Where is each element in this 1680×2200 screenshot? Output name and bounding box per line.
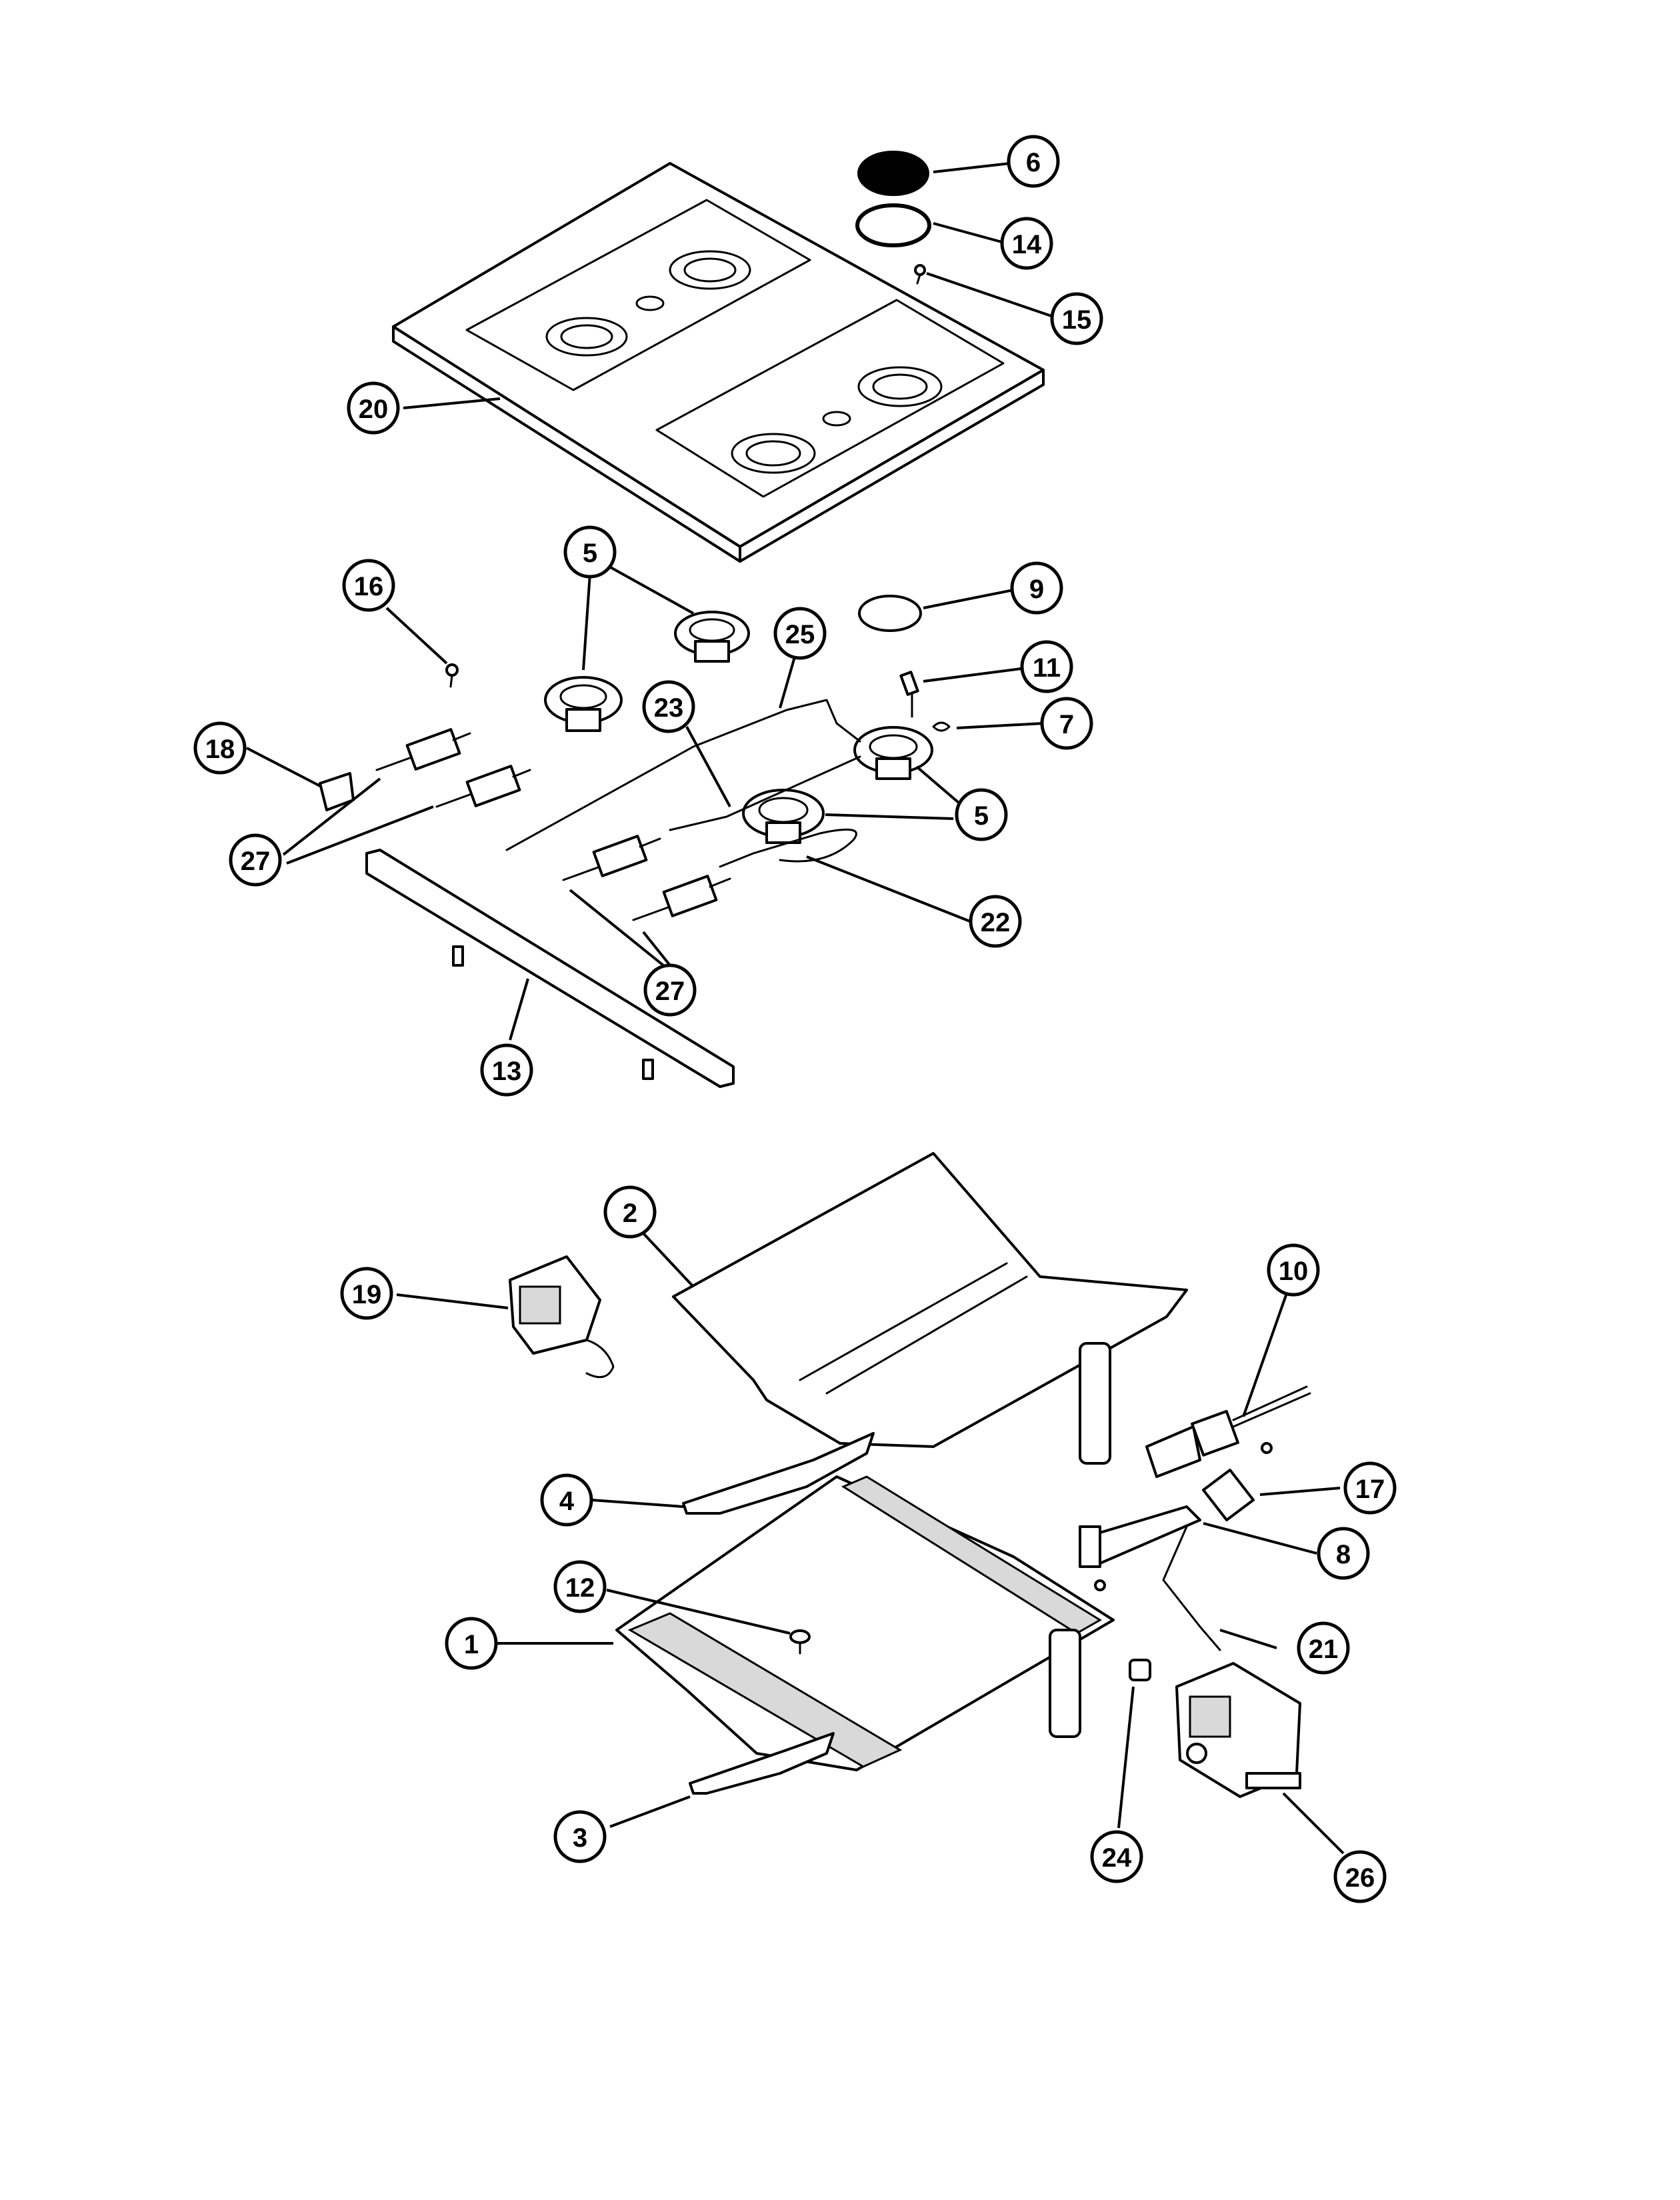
callout-2: 2 (603, 1185, 657, 1239)
callout-10: 10 (1267, 1243, 1320, 1297)
callout-8: 8 (1317, 1527, 1370, 1580)
callout-18: 18 (193, 721, 247, 775)
part-clip-7 (932, 721, 951, 732)
callout-label: 27 (241, 847, 271, 876)
part-valve-27-a (375, 728, 471, 771)
callout-24: 24 (1090, 1830, 1143, 1883)
part-valve-26 (1175, 1662, 1301, 1798)
callout-17: 17 (1343, 1461, 1397, 1515)
callout-label: 27 (655, 977, 685, 1006)
callout-23: 23 (642, 680, 695, 733)
callout-label: 9 (1029, 575, 1044, 604)
callout-5-top: 5 (563, 525, 617, 579)
callout-7: 7 (1040, 697, 1093, 750)
part-bracket-4 (682, 1432, 875, 1515)
part-baffle-2 (672, 1152, 1188, 1448)
callout-label: 11 (1033, 653, 1061, 683)
part-burner-tube-upper (1079, 1342, 1111, 1465)
callout-1: 1 (445, 1617, 498, 1670)
callout-label: 6 (1026, 148, 1041, 177)
callout-27-bottom: 27 (643, 963, 697, 1017)
callout-4: 4 (540, 1473, 593, 1527)
callout-label: 25 (785, 620, 815, 649)
callout-label: 24 (1102, 1843, 1132, 1873)
part-manifold-13 (365, 849, 735, 1088)
callout-label: 10 (1279, 1257, 1309, 1286)
callout-label: 1 (464, 1630, 479, 1659)
callout-label: 17 (1355, 1475, 1385, 1504)
part-fitting-24 (1129, 1659, 1151, 1681)
part-burner-pan-1 (615, 1475, 1115, 1771)
callout-label: 26 (1345, 1863, 1375, 1893)
callout-25: 25 (773, 607, 827, 660)
part-ring-9 (858, 595, 922, 632)
part-valve-27-c (562, 835, 661, 881)
part-orifice-8 (1079, 1505, 1201, 1591)
part-screw-16 (445, 663, 459, 688)
part-burner-5-center (742, 789, 825, 844)
part-burner-5-upper-left (544, 676, 623, 732)
part-tube-22 (719, 828, 857, 868)
callout-label: 22 (981, 908, 1011, 937)
callout-label: 16 (354, 572, 384, 601)
callout-label: 12 (565, 1573, 595, 1603)
part-valve-27-d (632, 875, 731, 921)
part-screw-12 (789, 1629, 811, 1655)
callout-6: 6 (1007, 135, 1060, 188)
callout-label: 4 (559, 1487, 575, 1516)
callout-12: 12 (553, 1560, 607, 1613)
part-tube-23 (669, 755, 861, 831)
callout-label: 23 (654, 693, 684, 723)
callout-15: 15 (1050, 292, 1103, 345)
part-cooktop-20 (392, 162, 1045, 563)
callout-5-right: 5 (955, 788, 1008, 841)
part-motor-19 (509, 1255, 615, 1379)
callout-label: 19 (352, 1280, 382, 1309)
callout-label: 3 (573, 1823, 587, 1853)
callout-label: 18 (205, 735, 235, 764)
callout-11: 11 (1020, 640, 1073, 693)
part-ring-14 (855, 203, 931, 247)
callout-label: 5 (583, 539, 597, 568)
callout-label: 13 (492, 1057, 522, 1086)
callout-label: 14 (1012, 230, 1042, 259)
part-tube-21 (1162, 1525, 1221, 1651)
part-screw-15 (914, 264, 926, 285)
callout-26: 26 (1333, 1850, 1387, 1903)
callout-27-left: 27 (229, 833, 282, 887)
callout-label: 15 (1062, 305, 1092, 335)
callout-22: 22 (969, 895, 1022, 948)
part-plate-17 (1202, 1469, 1255, 1521)
callout-3: 3 (553, 1810, 607, 1863)
callout-label: 7 (1059, 710, 1074, 739)
callout-13: 13 (480, 1043, 533, 1097)
part-burner-5-upper-right (674, 611, 750, 663)
callout-19: 19 (340, 1267, 393, 1320)
callout-21: 21 (1297, 1621, 1350, 1675)
part-igniter-11 (899, 671, 919, 718)
callout-label: 2 (623, 1199, 637, 1228)
callout-label: 21 (1309, 1635, 1339, 1664)
part-tube-25 (505, 699, 861, 851)
callout-20: 20 (347, 381, 400, 435)
leader-lines (246, 162, 1345, 1855)
part-bracket-3 (689, 1732, 835, 1795)
part-burner-5-right (853, 726, 933, 780)
callout-9: 9 (1010, 561, 1063, 615)
callout-14: 14 (1000, 217, 1053, 270)
part-valve-27-b (435, 765, 531, 808)
callout-label: 8 (1336, 1540, 1351, 1569)
callout-label: 5 (974, 801, 989, 831)
callout-label: 20 (359, 395, 389, 424)
part-burner-tube-lower (1049, 1629, 1081, 1738)
part-igniter-10 (1145, 1385, 1311, 1478)
callout-16: 16 (342, 559, 395, 612)
part-burner-cap-6 (857, 151, 929, 196)
